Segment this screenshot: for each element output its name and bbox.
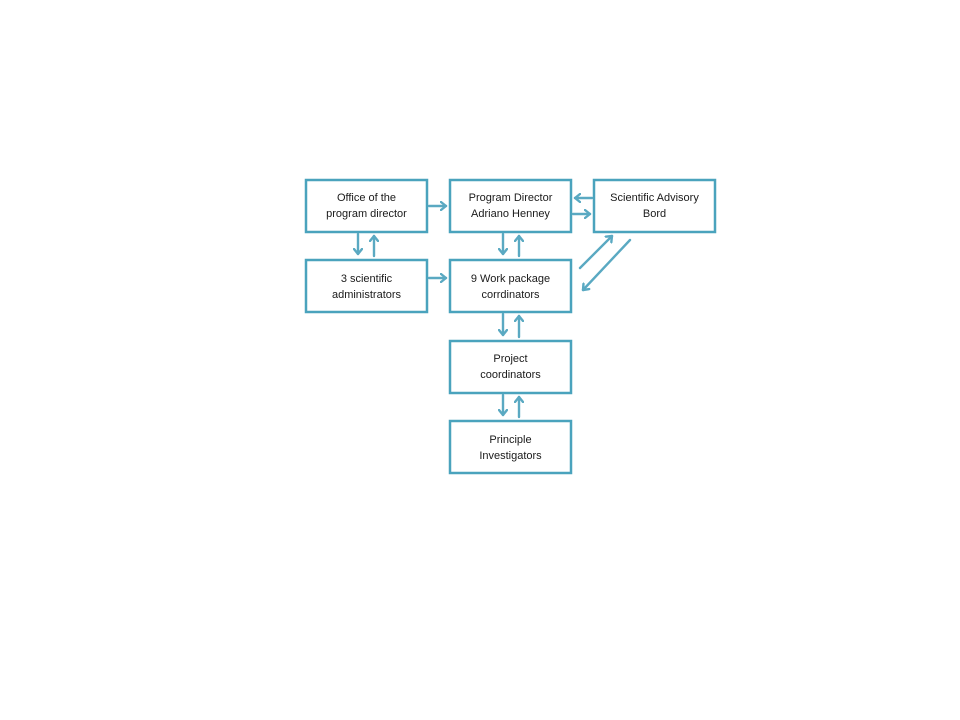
node-label-line1: Principle xyxy=(489,434,531,446)
node-box xyxy=(448,419,573,475)
node-box xyxy=(592,178,717,234)
node-box xyxy=(304,258,429,314)
node-label-line2: Investigators xyxy=(479,450,542,462)
node-label-line2: coordinators xyxy=(480,369,541,381)
node-label-line2: corrdinators xyxy=(481,289,540,301)
node-label-line2: Bord xyxy=(643,208,666,220)
node-box xyxy=(304,178,429,234)
node-label-line2: program director xyxy=(326,208,407,220)
node-label-line1: 3 scientific xyxy=(341,273,393,285)
node-investigators: Principle Investigators xyxy=(448,419,573,475)
node-label-line2: Adriano Henney xyxy=(471,208,550,220)
node-label-line1: Program Director xyxy=(469,192,553,204)
node-box xyxy=(448,258,573,314)
node-admins: 3 scientific administrators xyxy=(304,258,429,314)
arrow-advisory-to-workpackage xyxy=(581,238,632,292)
node-box xyxy=(448,178,573,234)
node-advisory: Scientific Advisory Bord xyxy=(592,178,717,234)
node-box xyxy=(448,339,573,395)
node-office: Office of the program director xyxy=(304,178,429,234)
arrow-workpackage-to-advisory xyxy=(578,234,614,270)
node-project: Project coordinators xyxy=(448,339,573,395)
node-label-line1: Office of the xyxy=(337,192,396,204)
node-workpackage: 9 Work package corrdinators xyxy=(448,258,573,314)
node-label-line2: administrators xyxy=(332,289,402,301)
node-label-line1: Project xyxy=(493,353,527,365)
node-director: Program Director Adriano Henney xyxy=(448,178,573,234)
node-label-line1: Scientific Advisory xyxy=(610,192,699,204)
node-label-line1: 9 Work package xyxy=(471,273,550,285)
